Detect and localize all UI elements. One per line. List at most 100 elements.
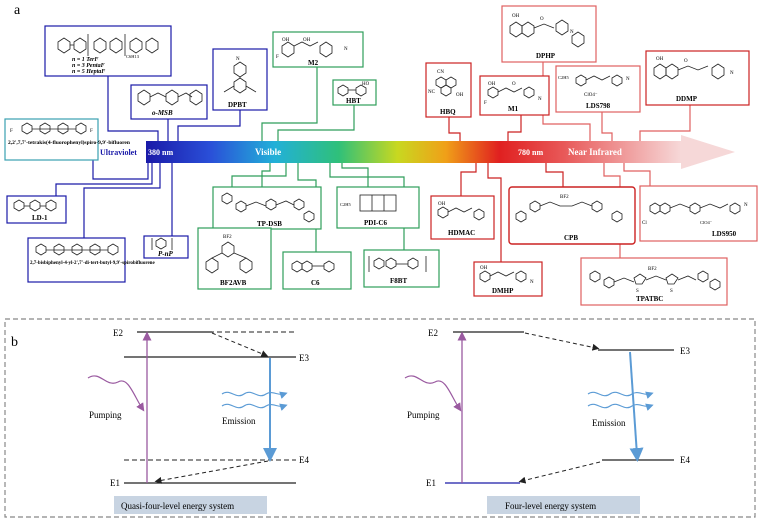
tpatbc-bf2: BF2 bbox=[648, 267, 657, 272]
start-wavelength: 380 nm bbox=[148, 148, 173, 157]
pnp-label: P-nP bbox=[158, 250, 174, 258]
end-wavelength: 780 nm bbox=[518, 148, 543, 157]
f8bt-label: F8BT bbox=[390, 277, 407, 285]
quasi-pump-wave bbox=[87, 375, 145, 412]
molecule-tetrakis: F F 2,2',7,7'-tetrakis(4-fluorophenyl)sp… bbox=[4, 118, 130, 161]
four-emission-arrow bbox=[629, 351, 644, 462]
tpatbc-label: TPATBC bbox=[636, 295, 663, 303]
four-emission-label: Emission bbox=[592, 418, 626, 428]
terf-variant-2: n = 3 PentaF bbox=[72, 63, 105, 69]
lds798-n: N bbox=[626, 77, 630, 82]
ddmp-oh: OH bbox=[656, 57, 664, 62]
quasi-caption: Quasi-four-level energy system bbox=[121, 501, 234, 511]
lds798-c2h5: C2H5 bbox=[558, 75, 570, 80]
tetrakis-f-left: F bbox=[10, 129, 13, 134]
quasi-pumping-label: Pumping bbox=[89, 410, 122, 420]
quasi-e3-label: E3 bbox=[299, 353, 309, 363]
four-caption: Four-level energy system bbox=[505, 501, 596, 511]
four-level-system: E2 E3 E4 E1 Pumping Emission Four-level … bbox=[404, 328, 690, 514]
molecule-dphp: OH O N DPHP bbox=[501, 5, 597, 63]
four-e4-label: E4 bbox=[680, 455, 690, 465]
m1-f: F bbox=[484, 101, 487, 106]
four-e2-label: E2 bbox=[428, 328, 438, 338]
hdmac-oh: OH bbox=[438, 202, 446, 207]
molecule-dpbt: N DPBT bbox=[212, 48, 268, 111]
dphp-label: DPHP bbox=[536, 52, 556, 60]
ld1-label: LD-1 bbox=[32, 214, 48, 222]
cpb-label: CPB bbox=[564, 234, 578, 242]
tetrakis-label: 2,2',7,7'-tetrakis(4-fluorophenyl)spiro-… bbox=[8, 139, 130, 146]
m2-oh-1: OH bbox=[282, 38, 290, 43]
molecule-pdic6: C2H5 PDI-C6 bbox=[336, 186, 420, 229]
lds950-label: LDS950 bbox=[712, 230, 737, 238]
four-pumping-label: Pumping bbox=[407, 410, 440, 420]
hbt-label: HBT bbox=[346, 97, 361, 105]
m1-n: N bbox=[538, 97, 542, 102]
quasi-e1-label: E1 bbox=[110, 478, 120, 488]
cpb-bf2: BF2 bbox=[560, 195, 569, 200]
tetrakis-f-right: F bbox=[90, 129, 93, 134]
four-decay-e2-e3 bbox=[524, 332, 600, 351]
pdic6-substituent: C2H5 bbox=[340, 202, 352, 207]
quasi-e2-label: E2 bbox=[113, 328, 123, 338]
molecule-f8bt: F8BT bbox=[363, 249, 440, 288]
dphp-o: O bbox=[540, 17, 544, 22]
m1-label: M1 bbox=[508, 105, 519, 113]
dpbt-label: DPBT bbox=[228, 101, 247, 109]
lds950-cl: Cl bbox=[642, 221, 647, 226]
terf-variant-3: n = 5 HeptaF bbox=[72, 69, 105, 75]
lds950-n: N bbox=[744, 203, 748, 208]
molecule-tpdsb: TP-DSB bbox=[212, 186, 322, 230]
molecule-lds798: C2H5 N ClO4⁻ LDS798 bbox=[555, 65, 641, 113]
quasi-emission-waves bbox=[221, 391, 288, 411]
molecule-pnp: P-nP bbox=[143, 235, 189, 259]
dphp-n: N bbox=[570, 30, 574, 35]
m1-oh: OH bbox=[488, 82, 496, 87]
molecule-tpatbc: BF2 S S TPATBC bbox=[580, 257, 728, 306]
panel-b-frame bbox=[4, 318, 756, 518]
quasi-emission-label: Emission bbox=[222, 416, 256, 426]
region-ultraviolet: Ultraviolet bbox=[100, 148, 137, 157]
dmhp-oh: OH bbox=[480, 266, 488, 271]
quasi-four-level-system: E2 E3 E4 E1 Pumping Emission Quasi-four-… bbox=[87, 328, 309, 514]
dphp-oh: OH bbox=[512, 14, 520, 19]
molecule-bisbiphenyl: 2,7-bisbiphenyl-4-yl-2',7'-di-tert-butyl… bbox=[27, 237, 155, 283]
hdmac-label: HDMAC bbox=[448, 229, 475, 237]
molecule-ld1: LD-1 bbox=[6, 195, 67, 224]
molecule-hbq: CN NC OH HBQ bbox=[425, 62, 472, 118]
nir-connectors bbox=[448, 115, 564, 262]
spectrum-bar bbox=[146, 135, 735, 169]
lds798-clo4: ClO4⁻ bbox=[584, 93, 598, 98]
m2-n: N bbox=[344, 47, 348, 52]
terf-substituent: C6H13 bbox=[126, 54, 140, 59]
molecule-omsb: o-MSB bbox=[130, 84, 208, 120]
hbq-oh: OH bbox=[456, 93, 464, 98]
tpatbc-s-2: S bbox=[670, 289, 673, 294]
molecule-hdmac: OH HDMAC bbox=[430, 195, 495, 240]
c6-label: C6 bbox=[311, 279, 320, 287]
four-caption-box bbox=[487, 496, 640, 514]
omsb-label: o-MSB bbox=[152, 109, 173, 117]
molecule-hbt: HO HBT bbox=[332, 79, 377, 106]
molecule-bf2avb: BF2 BF2AVB bbox=[197, 227, 272, 290]
bf2avb-bf2: BF2 bbox=[223, 235, 232, 240]
m1-o: O bbox=[512, 82, 516, 87]
four-pump-wave bbox=[404, 375, 462, 412]
ddmp-label: DDMP bbox=[676, 95, 698, 103]
molecule-terf: C6H13 n = 1 TerF n = 3 PentaF n = 5 Hept… bbox=[44, 25, 172, 77]
panel-b-label: b bbox=[11, 335, 18, 350]
bf2avb-label: BF2AVB bbox=[220, 279, 247, 287]
region-visible: Visible bbox=[255, 147, 281, 157]
molecule-m1: OH O F N M1 bbox=[479, 75, 550, 116]
quasi-decay-e2-e3 bbox=[211, 332, 269, 357]
hbq-label: HBQ bbox=[440, 108, 456, 116]
panel-a-label: a bbox=[14, 3, 21, 18]
tpdsb-label: TP-DSB bbox=[257, 220, 282, 228]
ddmp-o: O bbox=[684, 59, 688, 64]
quasi-decay-e4-e1 bbox=[154, 460, 269, 484]
m2-oh-2: OH bbox=[303, 38, 311, 43]
uv-connectors bbox=[55, 76, 241, 238]
dmhp-label: DMHP bbox=[492, 287, 514, 295]
region-near-infrared: Near Infrared bbox=[568, 147, 622, 157]
